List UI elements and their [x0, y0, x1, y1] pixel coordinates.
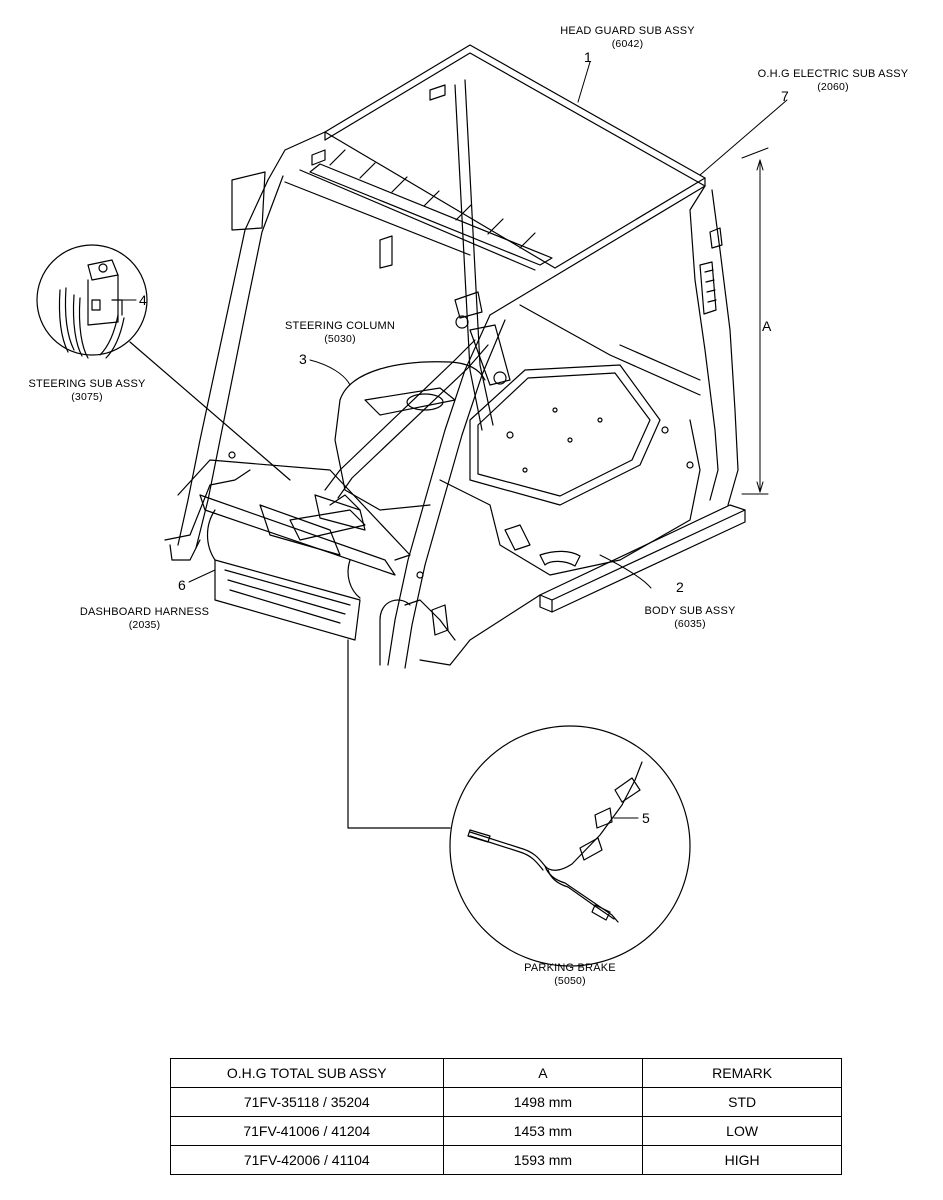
- steering-column-code: (5030): [324, 333, 356, 345]
- label-steering-sub: STEERING SUB ASSY (3075): [12, 378, 162, 404]
- cell-assy: 71FV-35118 / 35204: [170, 1087, 444, 1117]
- ohg-electric-code: (2060): [817, 81, 849, 93]
- ohg-electric-title: O.H.G ELECTRIC SUB ASSY: [757, 68, 909, 80]
- label-steering-column: STEERING COLUMN (5030): [270, 320, 410, 346]
- header-remark: REMARK: [642, 1058, 842, 1088]
- exploded-parts-diagram: [36, 44, 788, 967]
- label-dashboard-harness: DASHBOARD HARNESS (2035): [62, 606, 227, 632]
- cell-assy: 71FV-41006 / 41204: [170, 1116, 444, 1146]
- label-parking-brake: PARKING BRAKE (5050): [505, 962, 635, 988]
- head-guard-title: HEAD GUARD SUB ASSY: [560, 25, 695, 37]
- body-frame: [164, 304, 746, 666]
- header-assy: O.H.G TOTAL SUB ASSY: [170, 1058, 444, 1088]
- steering-sub-title: STEERING SUB ASSY: [28, 378, 146, 390]
- callout-2: 2: [676, 579, 684, 595]
- table-header-row: O.H.G TOTAL SUB ASSY A REMARK: [170, 1058, 842, 1088]
- steering-sub-assy-detail: [36, 244, 291, 481]
- callout-3: 3: [299, 351, 307, 367]
- leader-lines: [119, 61, 788, 819]
- steering-column-title: STEERING COLUMN: [285, 320, 395, 332]
- callout-1: 1: [584, 49, 592, 65]
- table-row: 71FV-41006 / 41204 1453 mm LOW: [170, 1116, 842, 1146]
- label-head-guard: HEAD GUARD SUB ASSY (6042): [545, 25, 710, 51]
- body-title: BODY SUB ASSY: [644, 605, 736, 617]
- dimension-a-label: A: [762, 318, 772, 334]
- table-row: 71FV-42006 / 41104 1593 mm HIGH: [170, 1145, 842, 1175]
- dashboard-harness-code: (2035): [128, 619, 161, 631]
- label-body: BODY SUB ASSY (6035): [625, 605, 755, 631]
- cell-remark: LOW: [642, 1116, 842, 1146]
- cell-remark: STD: [642, 1087, 842, 1117]
- steering-sub-code: (3075): [71, 391, 103, 403]
- cell-a: 1453 mm: [442, 1116, 644, 1146]
- dimension-a-line: [741, 147, 769, 495]
- parking-brake-title: PARKING BRAKE: [524, 962, 616, 974]
- cell-a: 1593 mm: [442, 1145, 644, 1175]
- callout-7: 7: [781, 88, 789, 104]
- label-ohg-electric: O.H.G ELECTRIC SUB ASSY (2060): [742, 68, 924, 94]
- parking-brake-code: (5050): [554, 975, 586, 987]
- callout-5: 5: [642, 810, 650, 826]
- header-a: A: [442, 1058, 644, 1088]
- dashboard-harness-title: DASHBOARD HARNESS: [79, 606, 210, 618]
- cell-a: 1498 mm: [442, 1087, 644, 1117]
- table-row: 71FV-35118 / 35204 1498 mm STD: [170, 1087, 842, 1117]
- head-guard-code: (6042): [611, 38, 644, 50]
- steering-column: [314, 324, 511, 531]
- spec-table: O.H.G TOTAL SUB ASSY A REMARK 71FV-35118…: [170, 1058, 842, 1175]
- cell-assy: 71FV-42006 / 41104: [170, 1145, 444, 1175]
- callout-6: 6: [178, 577, 186, 593]
- body-code: (6035): [674, 618, 706, 630]
- parking-brake-detail: [347, 639, 691, 967]
- callout-4: 4: [139, 292, 147, 308]
- cell-remark: HIGH: [642, 1145, 842, 1175]
